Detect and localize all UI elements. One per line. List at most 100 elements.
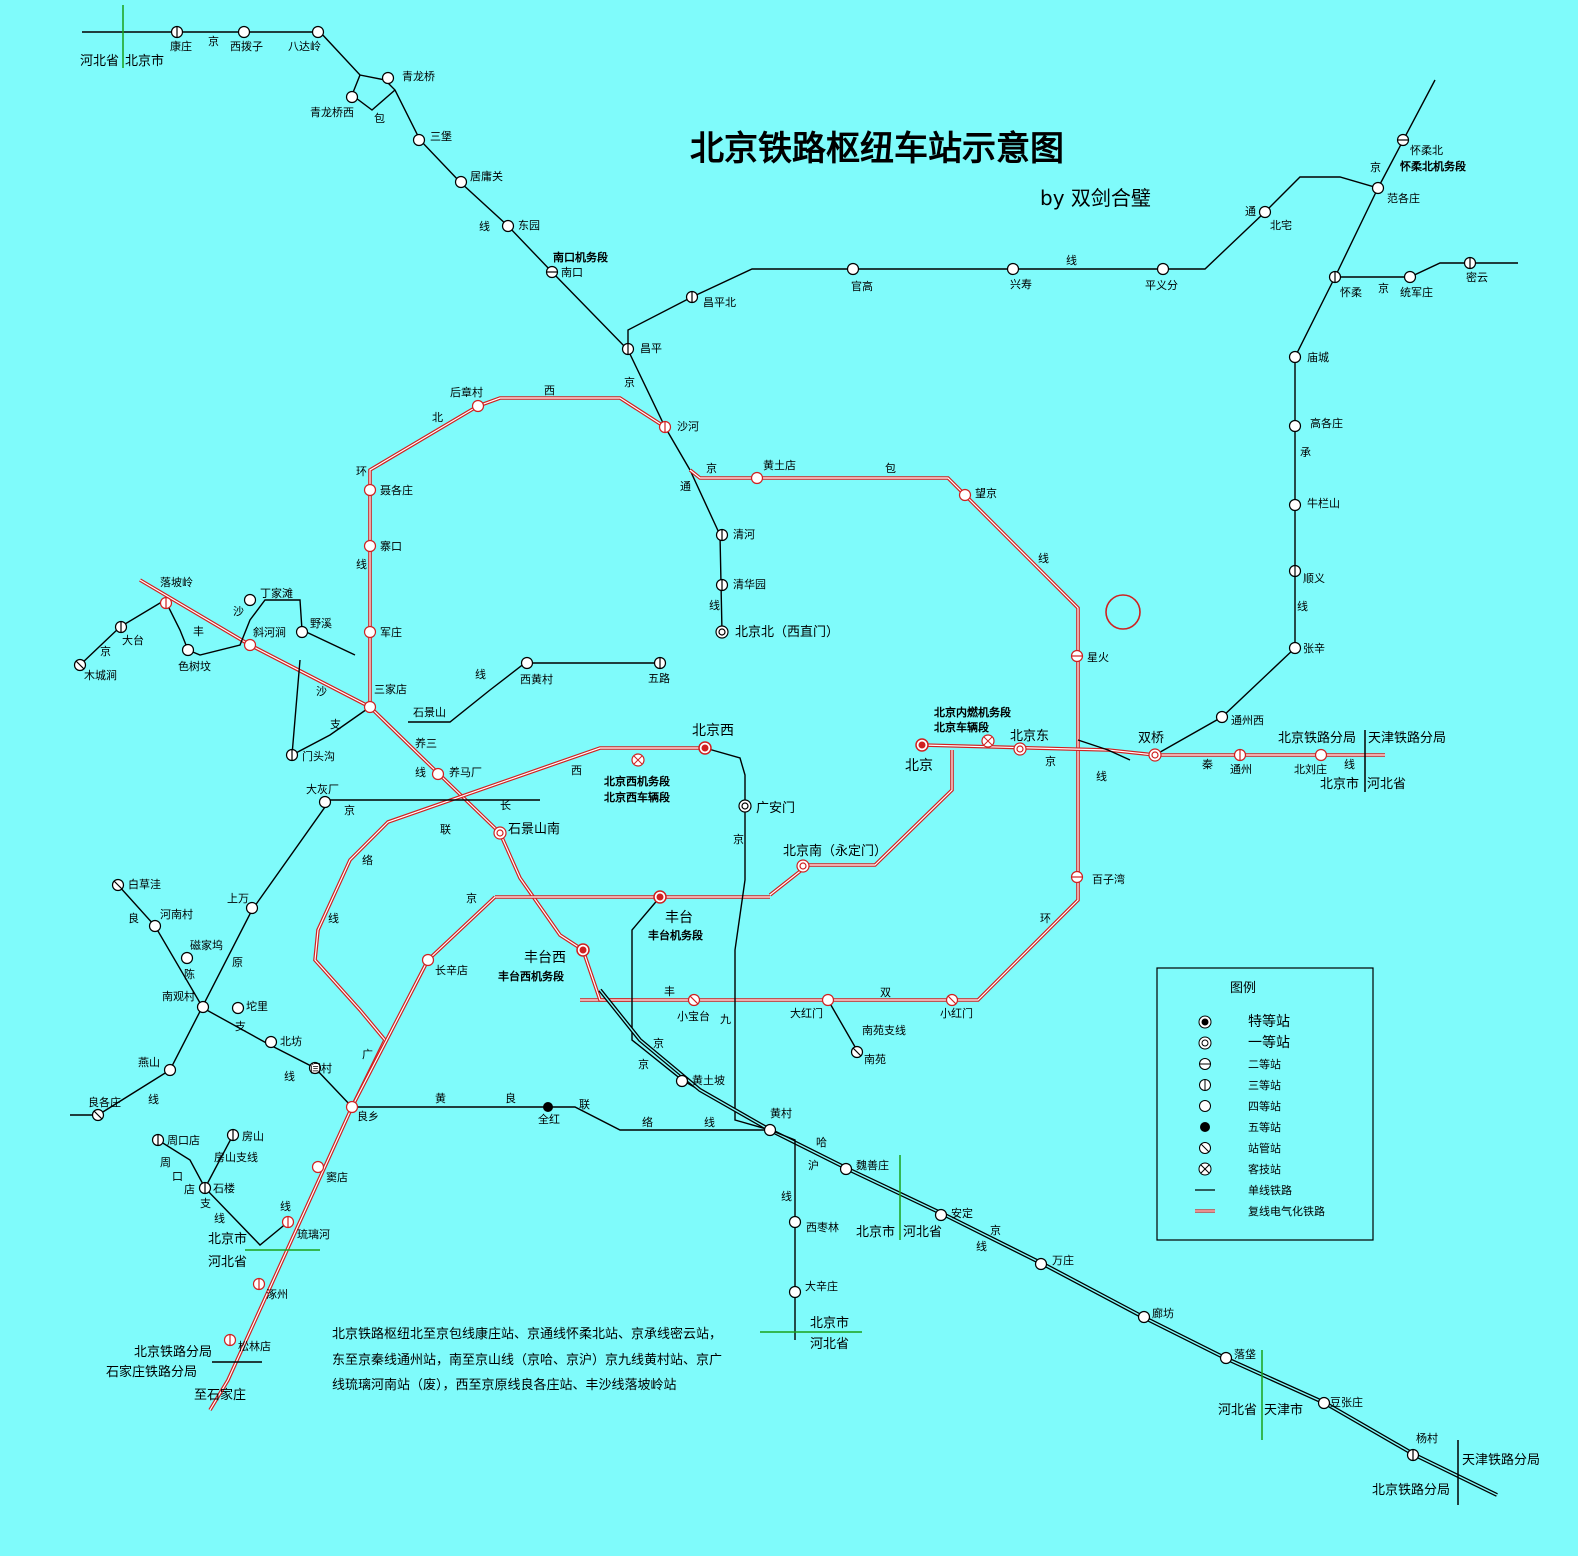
station-yangmachang: 养马厂 — [449, 765, 482, 779]
dahuichang-station-icon — [318, 795, 332, 809]
station-anding: 安定 — [951, 1206, 973, 1220]
station-miaocheng: 庙城 — [1307, 350, 1329, 364]
svg-text:石家庄铁路分局: 石家庄铁路分局 — [106, 1364, 197, 1380]
svg-text:京: 京 — [733, 832, 744, 846]
liulihe-station-icon — [281, 1215, 295, 1229]
station-doudian: 窦店 — [326, 1170, 348, 1184]
wangjing-station-icon — [958, 488, 972, 502]
svg-text:络: 络 — [642, 1115, 653, 1129]
legend-item-grade-2: 二等站 — [1199, 1057, 1281, 1071]
station-gaogezhuang: 高各庄 — [1310, 416, 1343, 430]
badaling-station-icon — [311, 25, 325, 39]
station-xihuangcun: 西黄村 — [520, 672, 553, 686]
legend-item-single-line: 单线铁路 — [1195, 1183, 1292, 1197]
jingjiu-line — [704, 747, 771, 1131]
svg-text:线: 线 — [214, 1211, 225, 1225]
jingbao-line — [82, 31, 723, 633]
station-liangxiang: 良乡 — [357, 1109, 379, 1123]
fangshan-station-icon — [226, 1128, 240, 1142]
station-xibozi: 西拨子 — [230, 39, 263, 53]
beizhai-station-icon — [1258, 205, 1272, 219]
tuoli-station-icon — [231, 1001, 245, 1015]
legend-item-grade-1: 一等站 — [1198, 1034, 1290, 1051]
langfang-station-icon — [1137, 1310, 1151, 1324]
station-xiaobaotai: 小宝台 — [677, 1009, 710, 1023]
jingtong-line — [627, 79, 1436, 350]
station-qinglongqiao: 青龙桥 — [402, 70, 435, 83]
station-liulihe: 琉璃河 — [297, 1227, 330, 1241]
legend-item-grade-special: 特等站 — [1198, 1013, 1290, 1030]
xiaobaotai-station-icon — [687, 993, 701, 1007]
svg-text:九: 九 — [720, 1013, 731, 1026]
xizaolin-station-icon — [788, 1215, 802, 1229]
note-line-3: 线琉璃河南站（废），西至京原线良各庄站、丰沙线落坡岭站 — [332, 1377, 677, 1393]
station-qinghe: 清河 — [733, 528, 755, 541]
guanganmen-station-icon — [738, 799, 752, 813]
svg-text:北京市: 北京市 — [856, 1224, 895, 1240]
station-guanganmen: 广安门 — [756, 801, 795, 816]
station-shijingshan-south: 石景山南 — [508, 821, 560, 837]
station-songlindian: 松林店 — [238, 1339, 271, 1353]
station-shangwan: 上万 — [227, 892, 249, 905]
station-yangsan: 养三 — [415, 736, 437, 750]
miaocheng-station-icon — [1288, 350, 1302, 364]
houzhangcun-station-icon — [471, 399, 485, 413]
wanzhuang-station-icon — [1034, 1257, 1048, 1271]
beijing-south-station-icon — [796, 859, 810, 873]
xingshou-station-icon — [1006, 262, 1020, 276]
legend-label-double-electric: 复线电气化铁路 — [1248, 1204, 1325, 1218]
xihuangcun-line — [408, 662, 660, 723]
depot-huairou-bei: 怀柔北机务段 — [1400, 159, 1466, 173]
station-kangzhuang: 康庄 — [170, 39, 192, 53]
station-huangtudian: 黄土店 — [763, 458, 796, 472]
svg-text:良: 良 — [128, 911, 139, 925]
svg-text:联: 联 — [440, 823, 451, 836]
station-langfang: 廊坊 — [1152, 1306, 1174, 1320]
svg-text:北京市: 北京市 — [125, 53, 164, 69]
railway-lines — [70, 31, 1518, 1497]
miyun-station-icon — [1463, 256, 1477, 270]
beihuan-line — [368, 396, 666, 707]
station-beijing-north: 北京北（西直门） — [735, 625, 839, 640]
svg-text:包: 包 — [374, 112, 385, 125]
changping-bei-station-icon — [685, 290, 699, 304]
station-datai: 大台 — [122, 633, 144, 647]
station-beijing-west: 北京西 — [692, 723, 734, 739]
nanyuan-station-icon — [850, 1045, 864, 1059]
svg-text:京: 京 — [1370, 160, 1381, 174]
svg-text:丰: 丰 — [664, 985, 675, 998]
svg-text:河北省: 河北省 — [80, 54, 119, 69]
svg-text:北京市: 北京市 — [208, 1231, 247, 1247]
depot-beijing-neiran: 北京内燃机务段 — [934, 705, 1011, 719]
dongyuan-station-icon — [501, 219, 515, 233]
map-note: 北京铁路枢纽北至京包线康庄站、京通线怀柔北站、京承线密云站， 东至京秦线通州站，… — [332, 1326, 722, 1393]
depot-labels: 南口机务段 怀柔北机务段 北京内燃机务段 北京车辆段 北京西机务段 北京西车辆段… — [498, 159, 1466, 983]
juyongguan-station-icon — [454, 175, 468, 189]
station-zhuozhou: 涿州 — [266, 1288, 288, 1301]
svg-text:京: 京 — [208, 34, 219, 48]
east-ring-line — [580, 468, 1080, 1002]
svg-text:双: 双 — [880, 986, 891, 999]
svg-text:联: 联 — [579, 1098, 590, 1111]
tongzhou-station-icon — [1233, 748, 1247, 762]
station-quanhong: 全红 — [538, 1112, 560, 1126]
svg-text:线: 线 — [709, 598, 720, 612]
beijing-station-icon — [915, 738, 929, 752]
station-nankou: 南口 — [561, 266, 583, 279]
dahongmen-station-icon — [821, 993, 835, 1007]
station-guangao: 官高 — [851, 279, 873, 293]
svg-text:西: 西 — [544, 384, 555, 397]
beijingxi-depot-icon — [631, 753, 645, 767]
svg-text:广: 广 — [362, 1048, 373, 1061]
station-seshuwu: 色树坟 — [178, 659, 211, 673]
tuozhi-line — [117, 884, 353, 1108]
fengtai-station-icon — [653, 890, 667, 904]
svg-text:京: 京 — [344, 803, 355, 817]
svg-text:北京市: 北京市 — [1320, 776, 1359, 792]
datai-station-icon — [114, 620, 128, 634]
sanpu-station-icon — [412, 133, 426, 147]
station-wangjing: 望京 — [975, 486, 997, 500]
line-name-chars: 京 包 线 京 线 通 京 京 承 线 北 环 线 西 京 包 线 通 线 丰 … — [100, 34, 1389, 1253]
svg-text:线: 线 — [475, 667, 486, 681]
